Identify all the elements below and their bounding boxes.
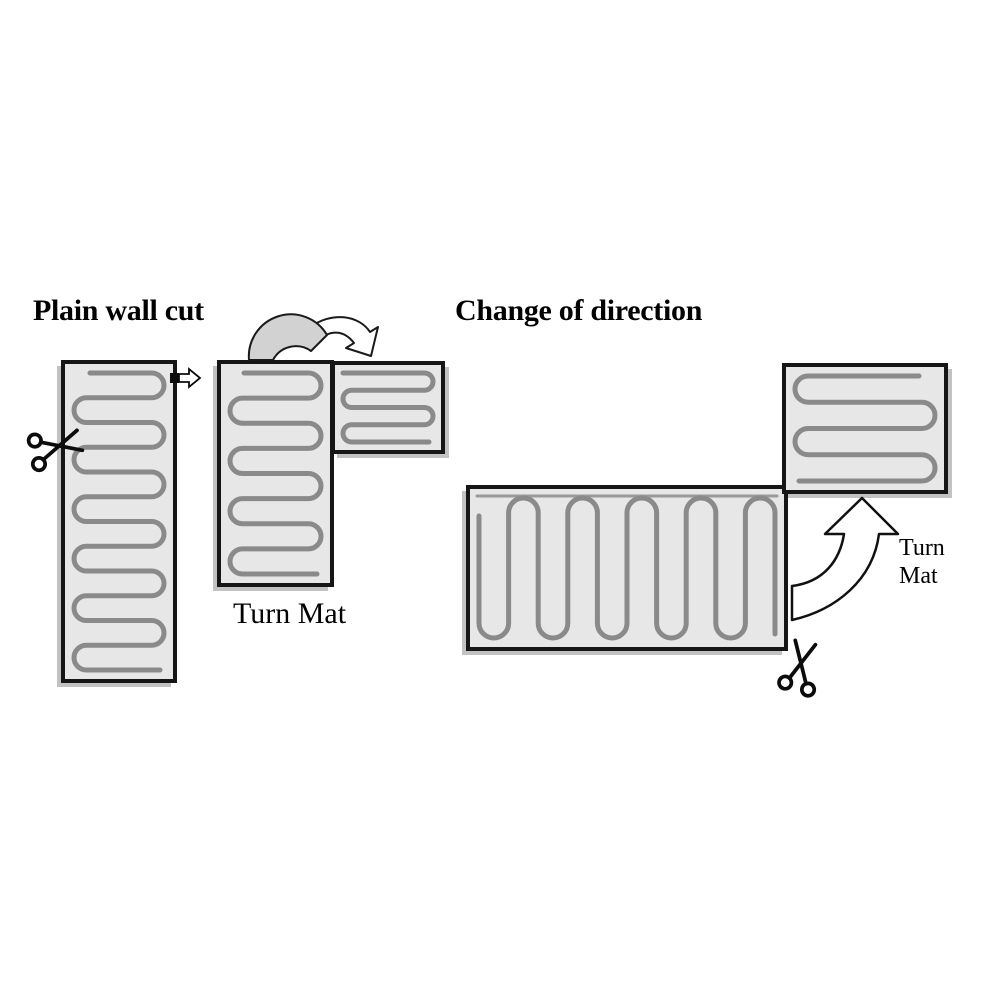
turn-mat-label: Turn Mat <box>233 597 347 630</box>
right-block-arrow-icon <box>170 367 202 389</box>
scissors-icon <box>777 638 818 698</box>
scissors-icon <box>26 428 85 473</box>
horizontal-mat-run <box>466 485 788 651</box>
heating-cable-pattern <box>792 373 938 484</box>
curved-up-arrow-icon <box>790 496 900 622</box>
heating-cable-pattern <box>227 370 324 577</box>
turned-up-mat-piece <box>782 363 948 494</box>
fold-over-arrow-icon <box>247 313 379 361</box>
heating-cable-pattern <box>475 494 779 641</box>
heating-cable-pattern <box>71 370 167 673</box>
change-of-direction-title: Change of direction <box>455 294 703 327</box>
uncut-mat-roll <box>61 360 177 683</box>
turned-mat-horizontal-piece <box>331 361 445 454</box>
turn-mat-label: Turn Mat <box>899 535 945 589</box>
cut-mat-vertical-piece <box>217 360 334 587</box>
plain-wall-cut-title: Plain wall cut <box>33 294 204 327</box>
heating-cable-pattern <box>340 370 436 445</box>
